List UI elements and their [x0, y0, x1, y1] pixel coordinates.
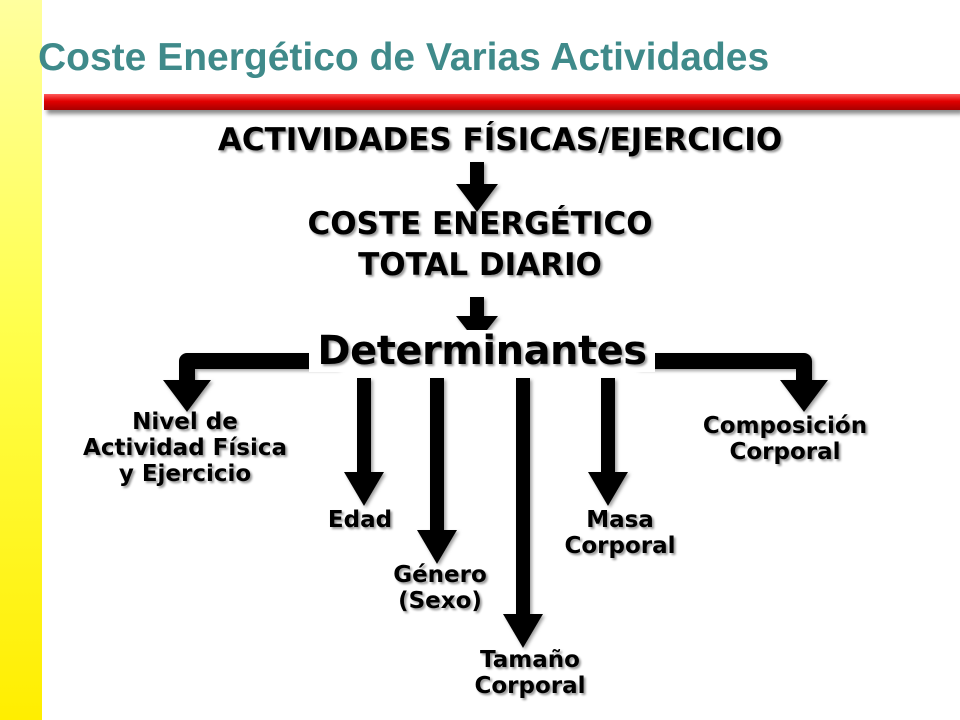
genero-line-1: Género	[393, 562, 487, 588]
arrow-to-composicion-line	[632, 353, 812, 394]
source-node-label: ACTIVIDADES FÍSICAS/EJERCICIO	[217, 122, 783, 158]
arrow-to-nivel-line	[179, 353, 343, 394]
arrow-to-nivel-head	[163, 380, 211, 412]
slide-title: Coste Energético de Varias Actividades	[38, 36, 770, 79]
masa-line-1: Masa	[586, 507, 654, 533]
arrow-to-total-head	[456, 184, 498, 212]
genero-line-2: (Sexo)	[398, 587, 482, 614]
total-label-line-1: COSTE ENERGÉTICO	[307, 206, 653, 242]
arrow-to-masa-head	[588, 472, 628, 506]
masa-line-2: Corporal	[564, 532, 676, 559]
nivel-line-3: y Ejercicio	[118, 460, 252, 487]
arrow-to-genero-head	[417, 530, 457, 564]
arrow-to-composicion-head	[780, 380, 828, 412]
arrow-to-tamano-head	[503, 614, 543, 648]
arrow-to-tamano-shaft	[516, 378, 530, 618]
arrow-to-total-shaft	[470, 162, 484, 188]
arrow-to-determinants-head	[456, 316, 498, 343]
arrow-to-edad-head	[344, 472, 384, 506]
arrow-to-genero-shaft	[430, 378, 444, 534]
nivel-line-1: Nivel de	[132, 409, 238, 435]
arrow-to-determinants-shaft	[470, 297, 484, 319]
sidebar-accent	[0, 0, 42, 720]
edad-line-1: Edad	[327, 507, 393, 533]
genero-node: Género (Sexo)	[350, 562, 530, 615]
arrow-to-edad-shaft	[357, 378, 371, 476]
total-energy-cost-node: COSTE ENERGÉTICO TOTAL DIARIO	[180, 204, 780, 286]
composicion-line-1: Composición	[702, 413, 868, 439]
determinants-node: Determinantes	[300, 330, 664, 372]
tamano-node: Tamaño Corporal	[440, 647, 620, 700]
arrow-to-masa-shaft	[601, 378, 615, 476]
edad-node: Edad	[300, 507, 420, 534]
composicion-line-2: Corporal	[729, 438, 841, 465]
tamano-line-2: Corporal	[474, 672, 586, 699]
composicion-node: Composición Corporal	[660, 413, 910, 466]
total-label-line-2: TOTAL DIARIO	[358, 246, 602, 283]
tamano-line-1: Tamaño	[480, 647, 580, 673]
nivel-node: Nivel de Actividad Física y Ejercicio	[40, 409, 330, 487]
masa-node: Masa Corporal	[530, 507, 710, 560]
title-underline	[44, 94, 960, 110]
determinants-label: Determinantes	[309, 330, 655, 372]
nivel-line-2: Actividad Física	[83, 434, 287, 461]
